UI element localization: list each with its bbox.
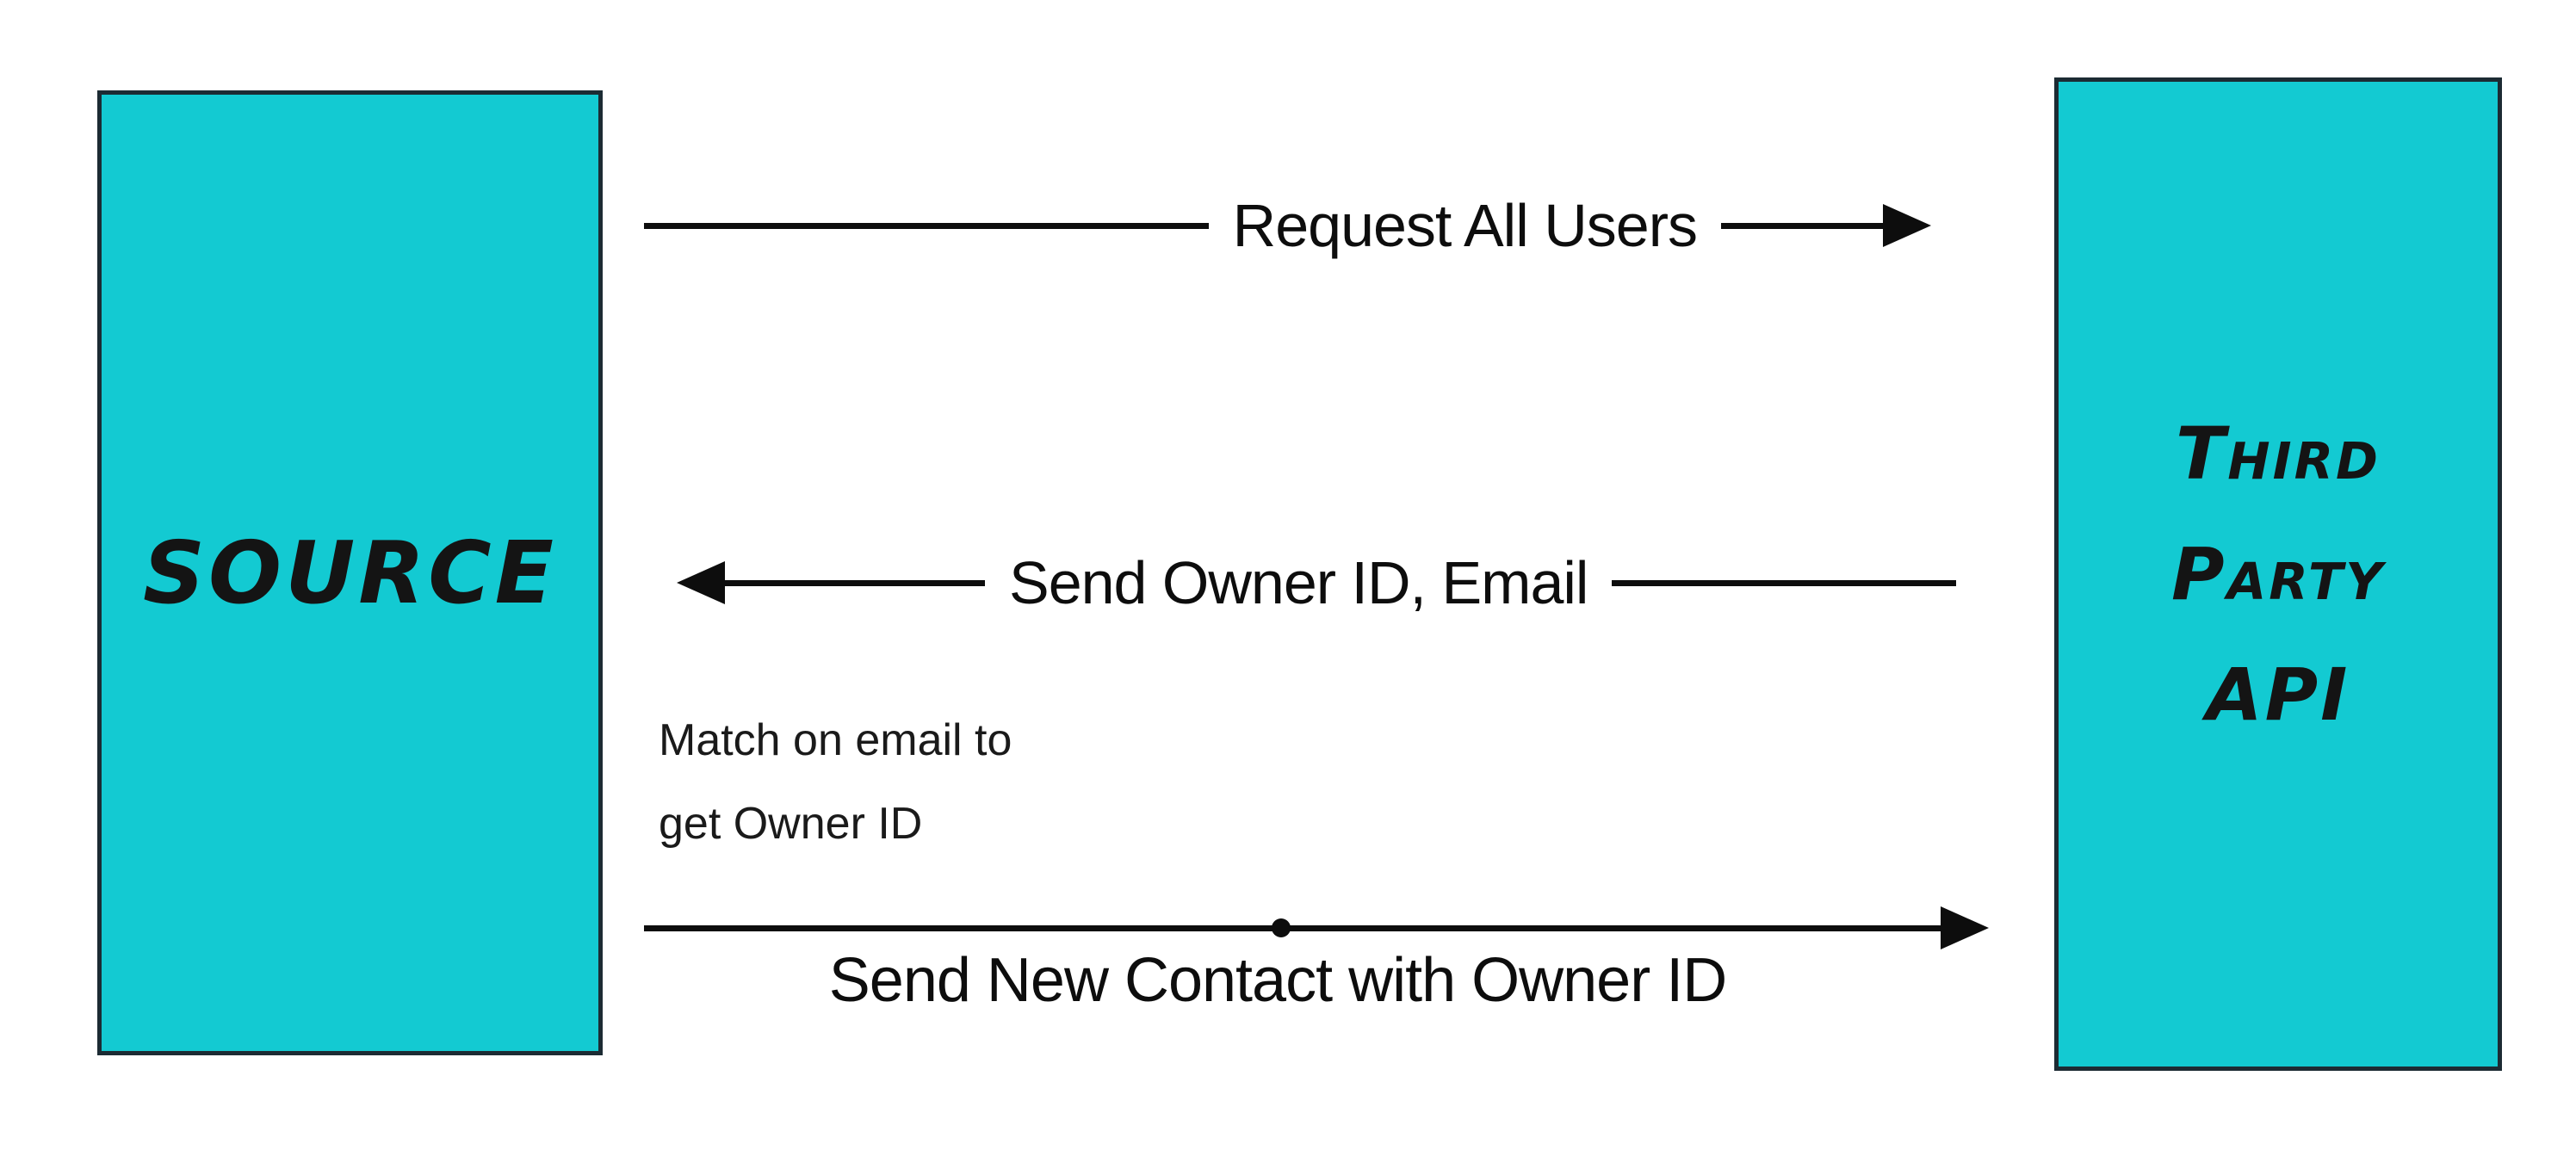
request-arrow-label: Request All Users bbox=[1232, 192, 1698, 259]
third-party-api-label-line3: API bbox=[2206, 652, 2350, 737]
match-note-line1: Match on email to bbox=[659, 715, 1012, 765]
send-owner-arrow-line bbox=[1612, 579, 1956, 586]
arrowhead-right-icon bbox=[1883, 204, 1931, 247]
send-contact-arrow-label: Send New Contact with Owner ID bbox=[828, 946, 1727, 1015]
send-owner-arrow-label: Send Owner ID, Email bbox=[1009, 549, 1588, 616]
message-request-all-users: Request All Users bbox=[644, 195, 1931, 257]
match-on-email-note: Match on email to get Owner ID bbox=[659, 699, 1012, 866]
source-actor-label: SOURCE bbox=[143, 522, 557, 623]
send-owner-arrow-line-lead bbox=[725, 579, 985, 586]
midpoint-dot bbox=[1272, 918, 1291, 937]
third-party-api-label-line1: Third bbox=[2175, 411, 2381, 496]
arrowhead-right-icon bbox=[1941, 906, 1989, 949]
message-send-owner-id-email: Send Owner ID, Email bbox=[677, 552, 1956, 614]
match-note-line2: get Owner ID bbox=[659, 799, 923, 849]
request-arrow-line-tail bbox=[1721, 222, 1883, 229]
third-party-api-actor-box: Third Party API bbox=[2054, 77, 2502, 1071]
message-send-new-contact bbox=[644, 897, 1989, 959]
send-contact-arrow-line bbox=[644, 924, 1941, 931]
third-party-api-label-line2: Party bbox=[2171, 532, 2385, 616]
request-arrow-line bbox=[644, 222, 1209, 229]
source-actor-box: SOURCE bbox=[97, 90, 603, 1055]
arrowhead-left-icon bbox=[677, 561, 725, 604]
